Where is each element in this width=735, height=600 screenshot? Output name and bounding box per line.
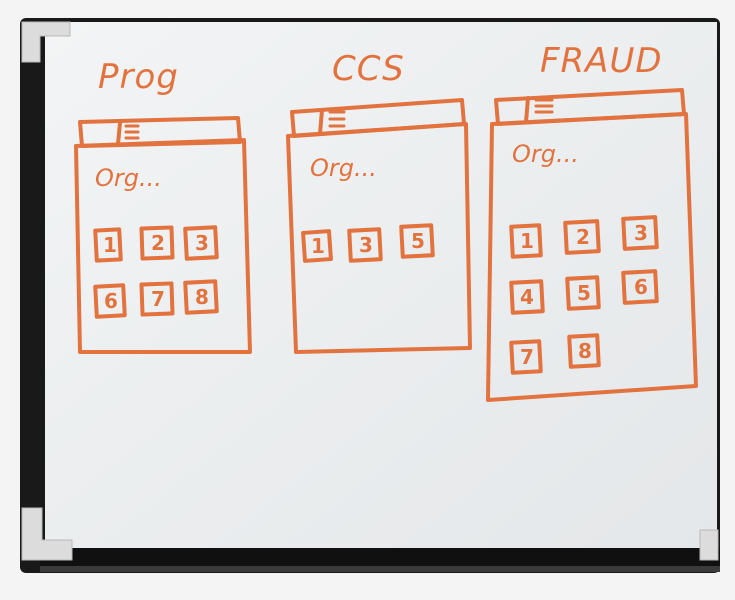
tile-grid: 1 2 3 6 7 8 <box>93 225 219 319</box>
sketch-prog: Prog Org... 1 2 3 6 7 8 <box>74 57 252 354</box>
tile-number: 2 <box>151 231 165 255</box>
tile-grid: 1 3 5 <box>301 223 435 263</box>
tile-number: 3 <box>195 231 209 255</box>
tile-number: 2 <box>576 225 590 249</box>
sketch-title: FRAUD <box>540 41 663 81</box>
menu-icon <box>328 110 346 128</box>
sketch-title: CCS <box>332 49 405 89</box>
sketch-title: Prog <box>98 57 179 97</box>
tile-grid: 1 2 3 4 5 6 7 8 <box>509 215 659 375</box>
tile-number: 1 <box>520 229 534 253</box>
whiteboard-frame <box>20 18 720 573</box>
window-outline <box>286 122 472 354</box>
tile-number: 8 <box>195 285 209 309</box>
org-text: Org... <box>310 154 377 182</box>
menu-icon <box>534 98 554 114</box>
tile-number: 3 <box>359 233 373 257</box>
tile-number: 1 <box>311 234 325 258</box>
tile-number: 5 <box>411 229 425 253</box>
tile-number: 4 <box>520 285 534 309</box>
tile-number: 8 <box>578 339 592 363</box>
menu-icon <box>124 124 140 140</box>
corner-guards <box>21 21 719 561</box>
tile-number: 7 <box>151 287 165 311</box>
tile-number: 6 <box>634 275 648 299</box>
sketch-ccs: CCS Org... 1 3 5 <box>286 49 472 354</box>
org-text: Org... <box>512 140 579 168</box>
window-outline <box>74 138 252 354</box>
tile-number: 7 <box>520 345 534 369</box>
org-text: Org... <box>95 164 162 192</box>
tile-number: 5 <box>577 281 591 305</box>
tile-number: 6 <box>104 289 118 313</box>
tile-number: 3 <box>634 221 648 245</box>
tile-number: 1 <box>103 233 117 257</box>
window-outline <box>486 112 698 402</box>
sketch-fraud: FRAUD Org... 1 2 3 4 5 6 7 8 <box>486 41 698 402</box>
